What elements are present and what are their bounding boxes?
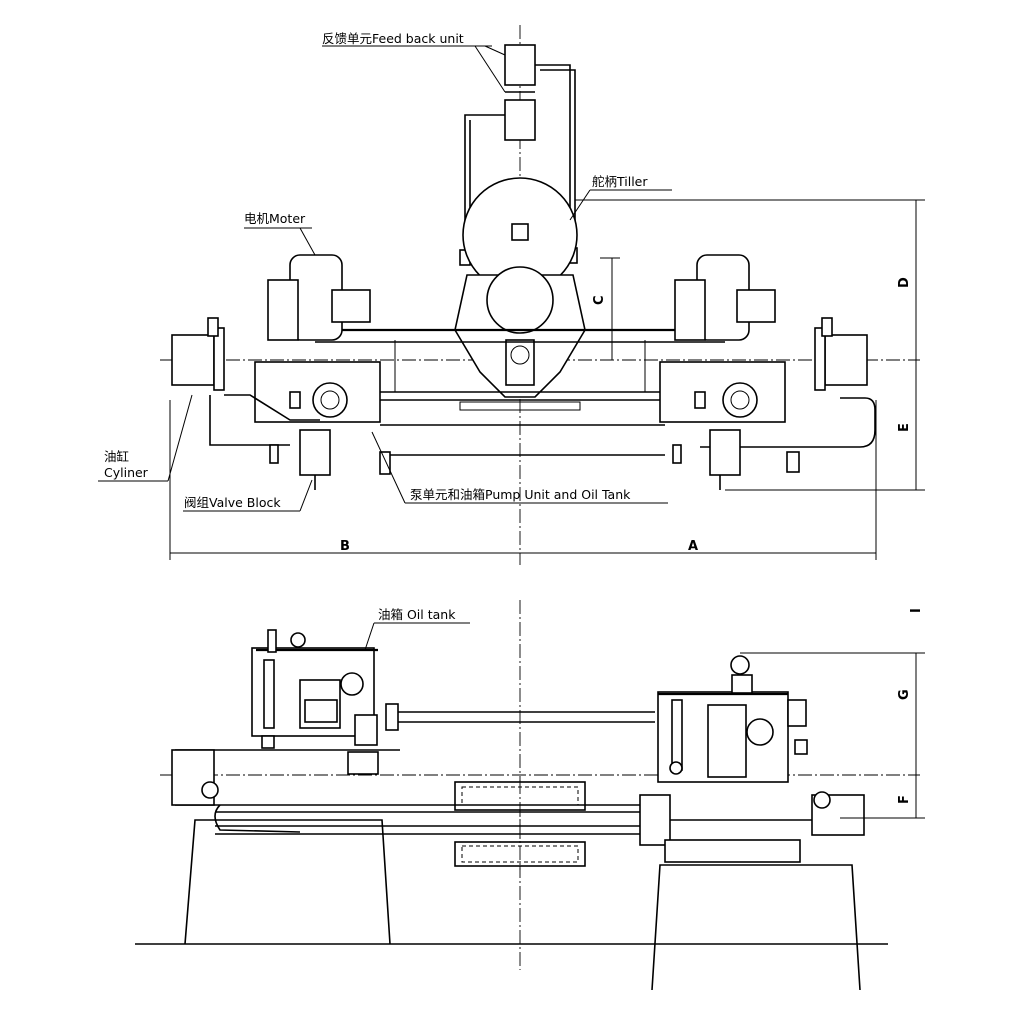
dimension-tick: I: [909, 608, 924, 613]
tiller: [454, 177, 586, 398]
dimension-e: E: [897, 423, 912, 432]
cylinder-label-cn: 油缸: [104, 449, 129, 464]
top-view: [98, 25, 925, 565]
valve-block-label: 阀组Valve Block: [184, 495, 281, 510]
feedback-unit: [459, 44, 578, 266]
dimension-d: D: [897, 277, 912, 288]
side-view-dimensions: [740, 652, 925, 819]
feedback-unit-label: 反馈单元Feed back unit: [322, 31, 464, 46]
dimension-f: F: [897, 795, 912, 804]
piping: [171, 749, 865, 863]
side-view: [135, 600, 925, 991]
central-block: [454, 780, 586, 870]
top-view-dimensions: [169, 199, 925, 560]
top-view-leaders: [98, 45, 672, 512]
dimension-a: A: [688, 539, 698, 554]
left-power-unit: [251, 629, 379, 775]
dimension-b: B: [340, 539, 350, 554]
dimension-c: C: [592, 295, 607, 305]
dimension-g: G: [897, 689, 912, 700]
right-pump-assembly: [659, 254, 876, 490]
right-power-unit: [657, 655, 808, 783]
left-pump-assembly: [171, 254, 391, 490]
rod-frame: [315, 328, 725, 456]
pump-unit-label: 泵单元和油箱Pump Unit and Oil Tank: [410, 487, 631, 502]
oil-tank-label: 油箱 Oil tank: [378, 607, 456, 622]
motor-label: 电机Moter: [244, 211, 306, 226]
cylinder-label-en: Cyliner: [104, 465, 149, 480]
tiller-label: 舵柄Tiller: [592, 174, 648, 189]
